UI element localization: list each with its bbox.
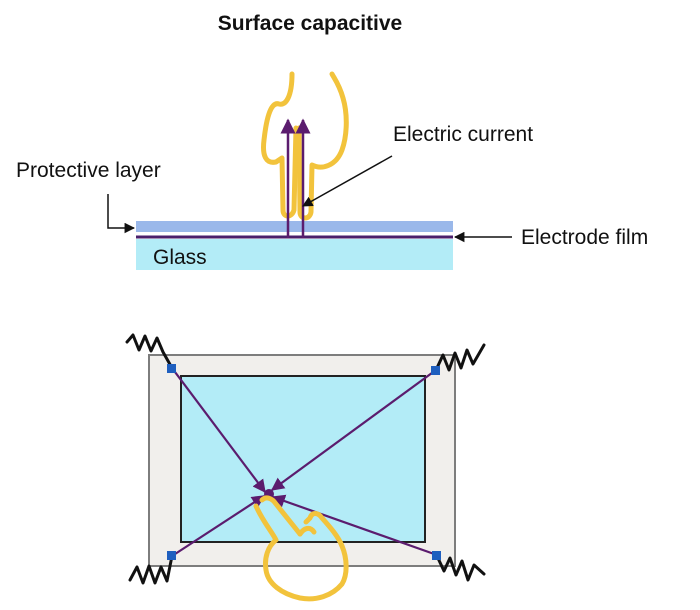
- electric-current-label: Electric current: [393, 123, 533, 146]
- touch-hand-icon: [253, 495, 349, 602]
- pointing-hand-icon: [261, 71, 349, 221]
- electrode-film-label: Electrode film: [521, 226, 648, 249]
- panel-glass: [180, 375, 426, 543]
- protective-layer-pointer: [107, 194, 136, 234]
- corner-nodes: [167, 364, 441, 560]
- current-vectors: [171, 367, 438, 557]
- protective-layer-label: Protective layer: [16, 159, 161, 182]
- protective-layer: [136, 221, 453, 232]
- resistor-zigzag-icon: [125, 333, 486, 585]
- electric-current-pointer: [302, 155, 393, 207]
- glass-label: Glass: [153, 246, 207, 269]
- diagram-title: Surface capacitive: [218, 12, 402, 35]
- glass-layer: [136, 239, 453, 270]
